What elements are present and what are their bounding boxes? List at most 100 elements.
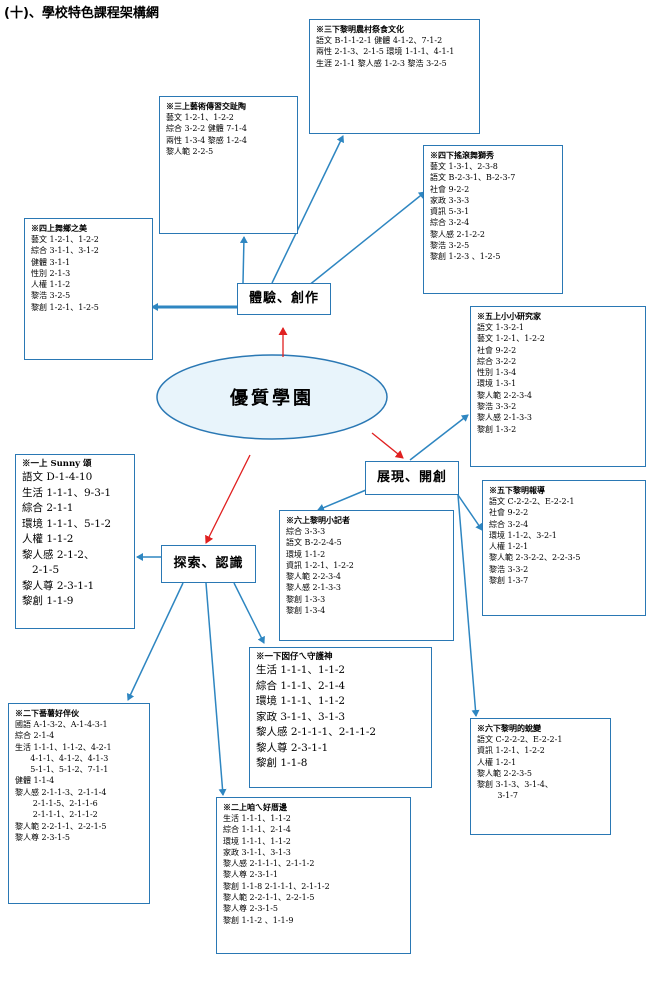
course-title: ※四上舞鄉之美: [31, 223, 87, 233]
course-line: 藝文 1-2-1、1-2-2: [477, 334, 545, 344]
course-line: 綜合 3-3-3: [286, 527, 326, 536]
course-line: 人權 1-1-2: [22, 533, 74, 545]
course-line: 2-1-5: [22, 564, 60, 576]
course-box-grade6-up: ※六上黎明小記者 綜合 3-3-3 語文 B-2-2-4-5 環境 1-1-2 …: [279, 510, 454, 641]
course-title: ※三上藝術傳習交趾陶: [166, 101, 246, 111]
course-line: 綜合 2-1-4: [15, 731, 55, 741]
course-line: 黎創 1-1-2 、1-1-9: [223, 915, 294, 925]
course-line: 黎人尊 2-3-1-1: [223, 870, 279, 880]
course-box-grade4-down: ※四下搖滾舞獅秀 藝文 1-3-1、2-3-8 語文 B-2-3-1、B-2-3…: [423, 145, 563, 294]
course-line: 藝文 1-2-1、1-2-2: [31, 235, 99, 244]
link-exp-3up: [239, 236, 248, 284]
course-box-grade5-down: ※五下黎明報導 語文 C-2-2-2、E-2-2-1 社會 9-2-2 綜合 3…: [482, 480, 646, 616]
course-title: ※三下黎明農村祭食文化: [316, 24, 404, 34]
course-line: 5-1-1、5-1-2、7-1-1: [15, 765, 109, 775]
course-box-grade2-down: ※二下番薯好伴伙 國語 A-1-3-2、A-1-4-3-1 綜合 2-1-4 生…: [8, 703, 150, 904]
course-line: 語文 B-2-3-1、B-2-3-7: [430, 173, 516, 183]
link-disp-5up: [409, 414, 469, 461]
course-line: 兩性 2-1-3、2-1-5 環境 1-1-1、4-1-1: [316, 47, 455, 57]
course-line: 黎創 1-3-4: [286, 606, 326, 616]
course-line: 語文 1-3-2-1: [477, 323, 525, 332]
course-line: 黎創 1-3-3: [286, 594, 326, 604]
course-line: 藝文 1-2-1、1-2-2: [166, 113, 234, 122]
course-line: 家政 3-1-1、3-1-3: [223, 847, 291, 857]
page-title: (十)、學校特色課程架構網: [4, 6, 159, 21]
course-box-grade5-up: ※五上小小研究家 語文 1-3-2-1 藝文 1-2-1、1-2-2 社會 9-…: [470, 306, 646, 467]
course-box-grade4-up: ※四上舞鄉之美 藝文 1-2-1、1-2-2 綜合 3-1-1、3-1-2 健體…: [24, 218, 153, 360]
course-line: 語文 C-2-2-2、E-2-2-1: [489, 497, 575, 506]
course-line: 性別 2-1-3: [31, 268, 71, 278]
course-line: 環境 1-1-1、1-1-2: [223, 836, 291, 846]
course-line: 黎創 1-1-8: [256, 757, 308, 769]
course-line: 黎人感 2-1-1-1、2-1-1-2: [223, 859, 315, 869]
course-line: 黎浩 3-2-5: [430, 241, 470, 251]
course-line: 3-1-7: [477, 791, 519, 801]
course-line: 黎創 1-3-2: [477, 424, 517, 434]
course-line: 綜合 3-2-2 健體 7-1-4: [166, 124, 247, 134]
course-line: 黎創 3-1-3、3-1-4、: [477, 780, 553, 790]
course-line: 生活 1-1-1、1-1-2: [256, 664, 346, 676]
link-disp-5down: [457, 494, 483, 531]
link-disp-6down: [457, 494, 480, 717]
course-line: 健體 1-1-4: [15, 776, 55, 786]
course-line: 黎人範 2-2-5: [166, 146, 214, 156]
course-line: 生活 1-1-1、9-3-1: [22, 486, 112, 499]
course-line: 環境 1-1-1、1-1-2: [256, 695, 346, 707]
course-line: 國語 A-1-3-2、A-1-4-3-1: [15, 720, 108, 729]
course-title: ※二下番薯好伴伙: [15, 708, 79, 718]
link-expl-2up: [205, 582, 227, 796]
course-title: ※四下搖滾舞獅秀: [430, 150, 494, 160]
link-exp-4down: [302, 191, 426, 291]
course-title: ※一下囡仔ㄟ守護神: [256, 652, 333, 662]
center-label: 優質學園: [229, 387, 314, 409]
course-title: ※五上小小研究家: [477, 311, 541, 321]
course-line: 健體 3-1-1: [31, 257, 71, 267]
course-line: 生涯 2-1-1 黎人感 1-2-3 黎浩 3-2-5: [316, 58, 447, 68]
course-line: 綜合 3-2-4: [430, 218, 470, 228]
course-line: 語文 B-2-2-4-5: [286, 538, 342, 548]
course-line: 綜合 3-2-4: [489, 519, 529, 529]
link-expl-2down: [126, 582, 184, 701]
course-box-grade3-up: ※三上藝術傳習交趾陶 藝文 1-2-1、1-2-2 綜合 3-2-2 健體 7-…: [159, 96, 298, 234]
course-title: ※六上黎明小記者: [286, 515, 350, 525]
course-line: 性別 1-3-4: [477, 368, 517, 378]
course-line: 人權 1-1-2: [31, 280, 71, 290]
course-line: 環境 1-1-2、3-2-1: [489, 530, 557, 540]
course-box-grade1-up: ※一上 Sunny 頌 語文 D-1-4-10 生活 1-1-1、9-3-1 綜…: [15, 454, 135, 629]
course-line: 環境 1-1-2: [286, 549, 326, 559]
course-line: 人權 1-2-1: [489, 542, 529, 552]
course-line: 黎浩 3-3-2: [477, 402, 517, 412]
arrow-center-display: [371, 432, 404, 459]
hub-display-create: 展現、開創: [365, 461, 459, 495]
course-line: 人權 1-2-1: [477, 757, 517, 767]
course-line: 資訊 1-2-1、1-2-2: [477, 746, 545, 756]
link-disp-6up: [317, 489, 367, 512]
course-line: 黎浩 3-2-5: [31, 291, 71, 301]
course-title: ※一上 Sunny 頌: [22, 459, 92, 469]
course-line: 4-1-1、4-1-2、4-1-3: [15, 753, 109, 763]
course-line: 黎人範 2-2-3-4: [286, 572, 342, 582]
course-line: 家政 3-3-3: [430, 195, 470, 205]
course-line: 兩性 1-3-4 黎感 1-2-4: [166, 135, 247, 145]
course-line: 資訊 5-3-1: [430, 207, 470, 217]
course-box-grade2-up: ※二上咱ㄟ好厝邊 生活 1-1-1、1-1-2 綜合 1-1-1、2-1-4 環…: [216, 797, 411, 954]
course-line: 2-1-1-1、2-1-1-2: [15, 810, 98, 820]
course-line: 2-1-1-5、2-1-1-6: [15, 799, 98, 809]
course-line: 黎創 1-1-8 2-1-1-1、2-1-1-2: [223, 881, 330, 891]
course-line: 綜合 1-1-1、2-1-4: [256, 679, 346, 692]
course-line: 綜合 1-1-1、2-1-4: [223, 825, 291, 835]
course-line: 綜合 3-1-1、3-1-2: [31, 246, 99, 256]
course-line: 生活 1-1-1、1-1-2、4-2-1: [15, 742, 112, 752]
course-line: 黎人範 2-2-1-1、2-2-1-5: [223, 893, 315, 903]
course-line: 黎人範 2-2-3-5: [477, 768, 533, 778]
center-ellipse: [156, 354, 388, 440]
hub-explore-know: 探索、認識: [161, 545, 256, 583]
course-box-grade1-down: ※一下囡仔ㄟ守護神 生活 1-1-1、1-1-2 綜合 1-1-1、2-1-4 …: [249, 647, 432, 788]
course-line: 黎人尊 2-3-1-1: [256, 741, 329, 754]
course-line: 黎創 1-1-9: [22, 595, 74, 607]
link-expl-1down: [233, 582, 265, 644]
course-line: 黎人尊 2-3-1-1: [22, 579, 95, 592]
course-line: 黎人感 2-1-3-3: [477, 413, 533, 423]
arrow-center-explore: [205, 454, 251, 544]
